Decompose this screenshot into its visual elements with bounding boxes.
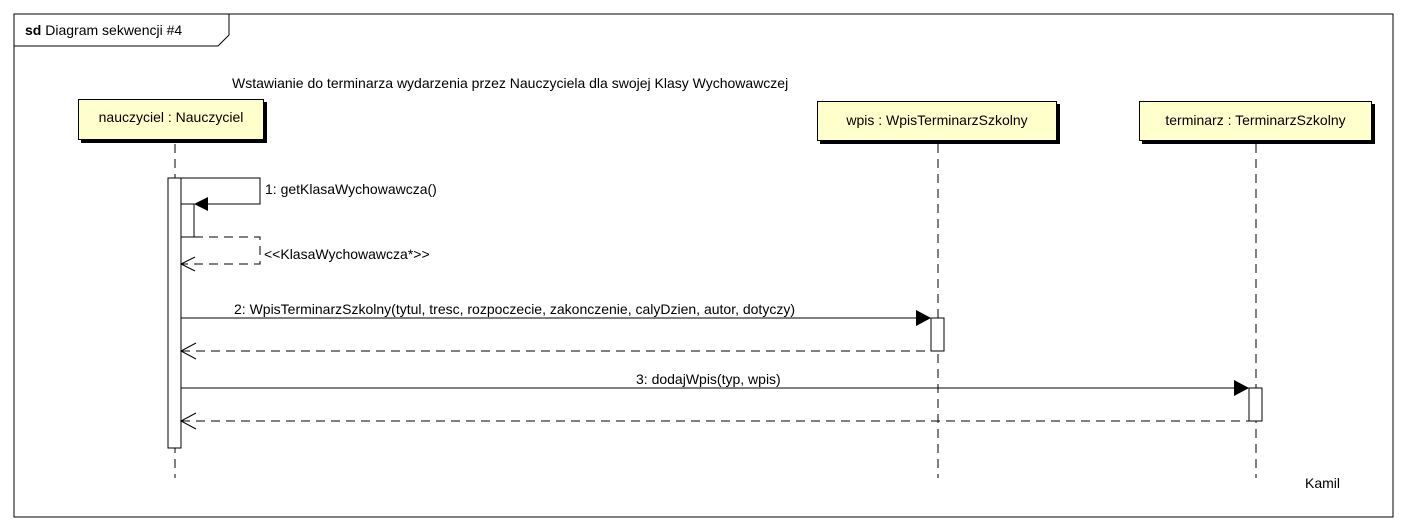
lifeline-head-nauczyciel-label: nauczyciel : Nauczyciel <box>98 109 244 125</box>
message-3-label: 3: dodajWpis(typ, wpis) <box>636 371 781 387</box>
lifeline-head-terminarz-label: terminarz : TerminarzSzkolny <box>1165 112 1346 128</box>
message-1-arrowhead <box>194 197 208 211</box>
activation-wpis <box>930 317 945 352</box>
frame-keyword: sd <box>25 22 42 38</box>
return-3-arrowhead <box>179 412 197 430</box>
diagram-frame <box>13 13 1394 518</box>
diagram-title: Wstawianie do terminarza wydarzenia prze… <box>232 75 789 91</box>
lifeline-head-terminarz[interactable]: terminarz : TerminarzSzkolny <box>1139 101 1372 141</box>
frame-label: sd Diagram sekwencji #4 <box>25 22 182 38</box>
activation-terminarz <box>1248 387 1263 422</box>
message-1-self-call <box>181 177 261 205</box>
activation-nauczyciel-nested <box>180 203 195 238</box>
return-1-self <box>181 236 261 265</box>
return-2-arrowhead <box>179 342 197 360</box>
message-2-arrowhead <box>916 310 931 326</box>
lifeline-head-wpis-label: wpis : WpisTerminarzSzkolny <box>846 112 1028 128</box>
activation-nauczyciel <box>167 177 182 449</box>
frame-title: Diagram sekwencji #4 <box>45 22 183 38</box>
lifeline-head-wpis[interactable]: wpis : WpisTerminarzSzkolny <box>817 101 1057 141</box>
message-1-label: 1: getKlasaWychowawcza() <box>265 181 437 197</box>
lifeline-head-nauczyciel[interactable]: nauczyciel : Nauczyciel <box>78 99 264 140</box>
return-1-label: <<KlasaWychowawcza*>> <box>264 246 430 262</box>
author-label: Kamil <box>1305 475 1341 491</box>
frame-label-pentagon <box>14 14 230 47</box>
return-1-arrowhead <box>179 256 196 272</box>
message-2-label: 2: WpisTerminarzSzkolny(tytul, tresc, ro… <box>234 301 795 317</box>
message-3-arrowhead <box>1234 380 1249 396</box>
